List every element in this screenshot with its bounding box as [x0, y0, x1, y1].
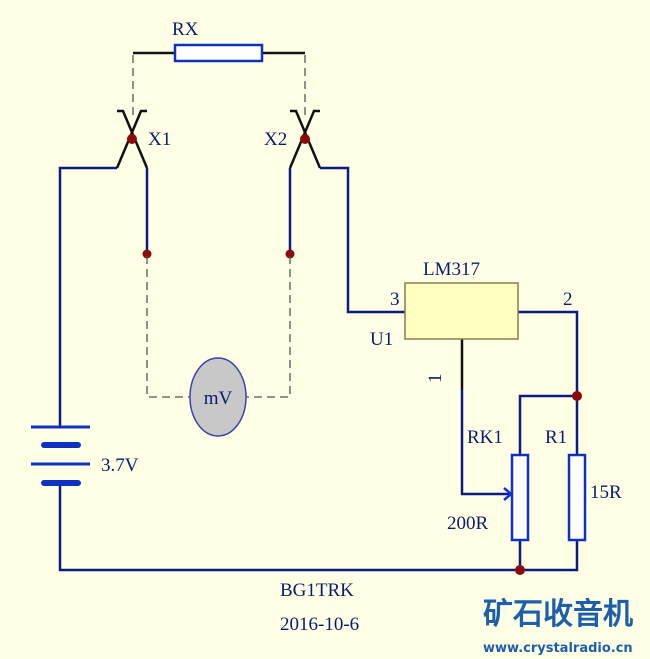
regulator-label: LM317: [423, 259, 480, 280]
junction: [142, 249, 152, 259]
battery: [31, 425, 90, 486]
rx-label: RX: [172, 19, 199, 40]
svg-text:矿石收音机: 矿石收音机: [483, 597, 633, 632]
wires: [58, 166, 579, 572]
potentiometer-rk1: [510, 453, 530, 542]
junction: [285, 249, 295, 259]
date-label: 2016-10-6: [280, 614, 359, 635]
regulator-lm317: [404, 282, 519, 340]
clip-x1: [115, 109, 149, 169]
meter-label: mV: [204, 388, 233, 409]
resistor-rx: [133, 43, 305, 63]
x2-label: X2: [264, 129, 287, 150]
battery-label: 3.7V: [101, 455, 139, 476]
x1-label: X1: [148, 129, 171, 150]
u1-label: U1: [370, 329, 393, 350]
pin-3-label: 3: [390, 289, 400, 310]
resistor-r1: [567, 453, 587, 542]
watermark-logo: 矿石收音机 www.crystalradio.cn: [483, 597, 633, 656]
pin-2-label: 2: [563, 289, 573, 310]
svg-text:www.crystalradio.cn: www.crystalradio.cn: [483, 641, 633, 656]
clip-x2: [288, 109, 322, 169]
dashed-lead: [246, 256, 291, 398]
dashed-lead: [146, 256, 190, 398]
r1-label: R1: [545, 427, 567, 448]
junction: [515, 565, 525, 575]
r1-value: 15R: [590, 482, 622, 503]
author-label: BG1TRK: [280, 580, 354, 601]
rk1-value: 200R: [447, 513, 489, 534]
millivoltmeter: [189, 357, 247, 437]
rk1-label: RK1: [467, 427, 503, 448]
junction: [572, 391, 582, 401]
pin-1-label: 1: [425, 374, 446, 384]
